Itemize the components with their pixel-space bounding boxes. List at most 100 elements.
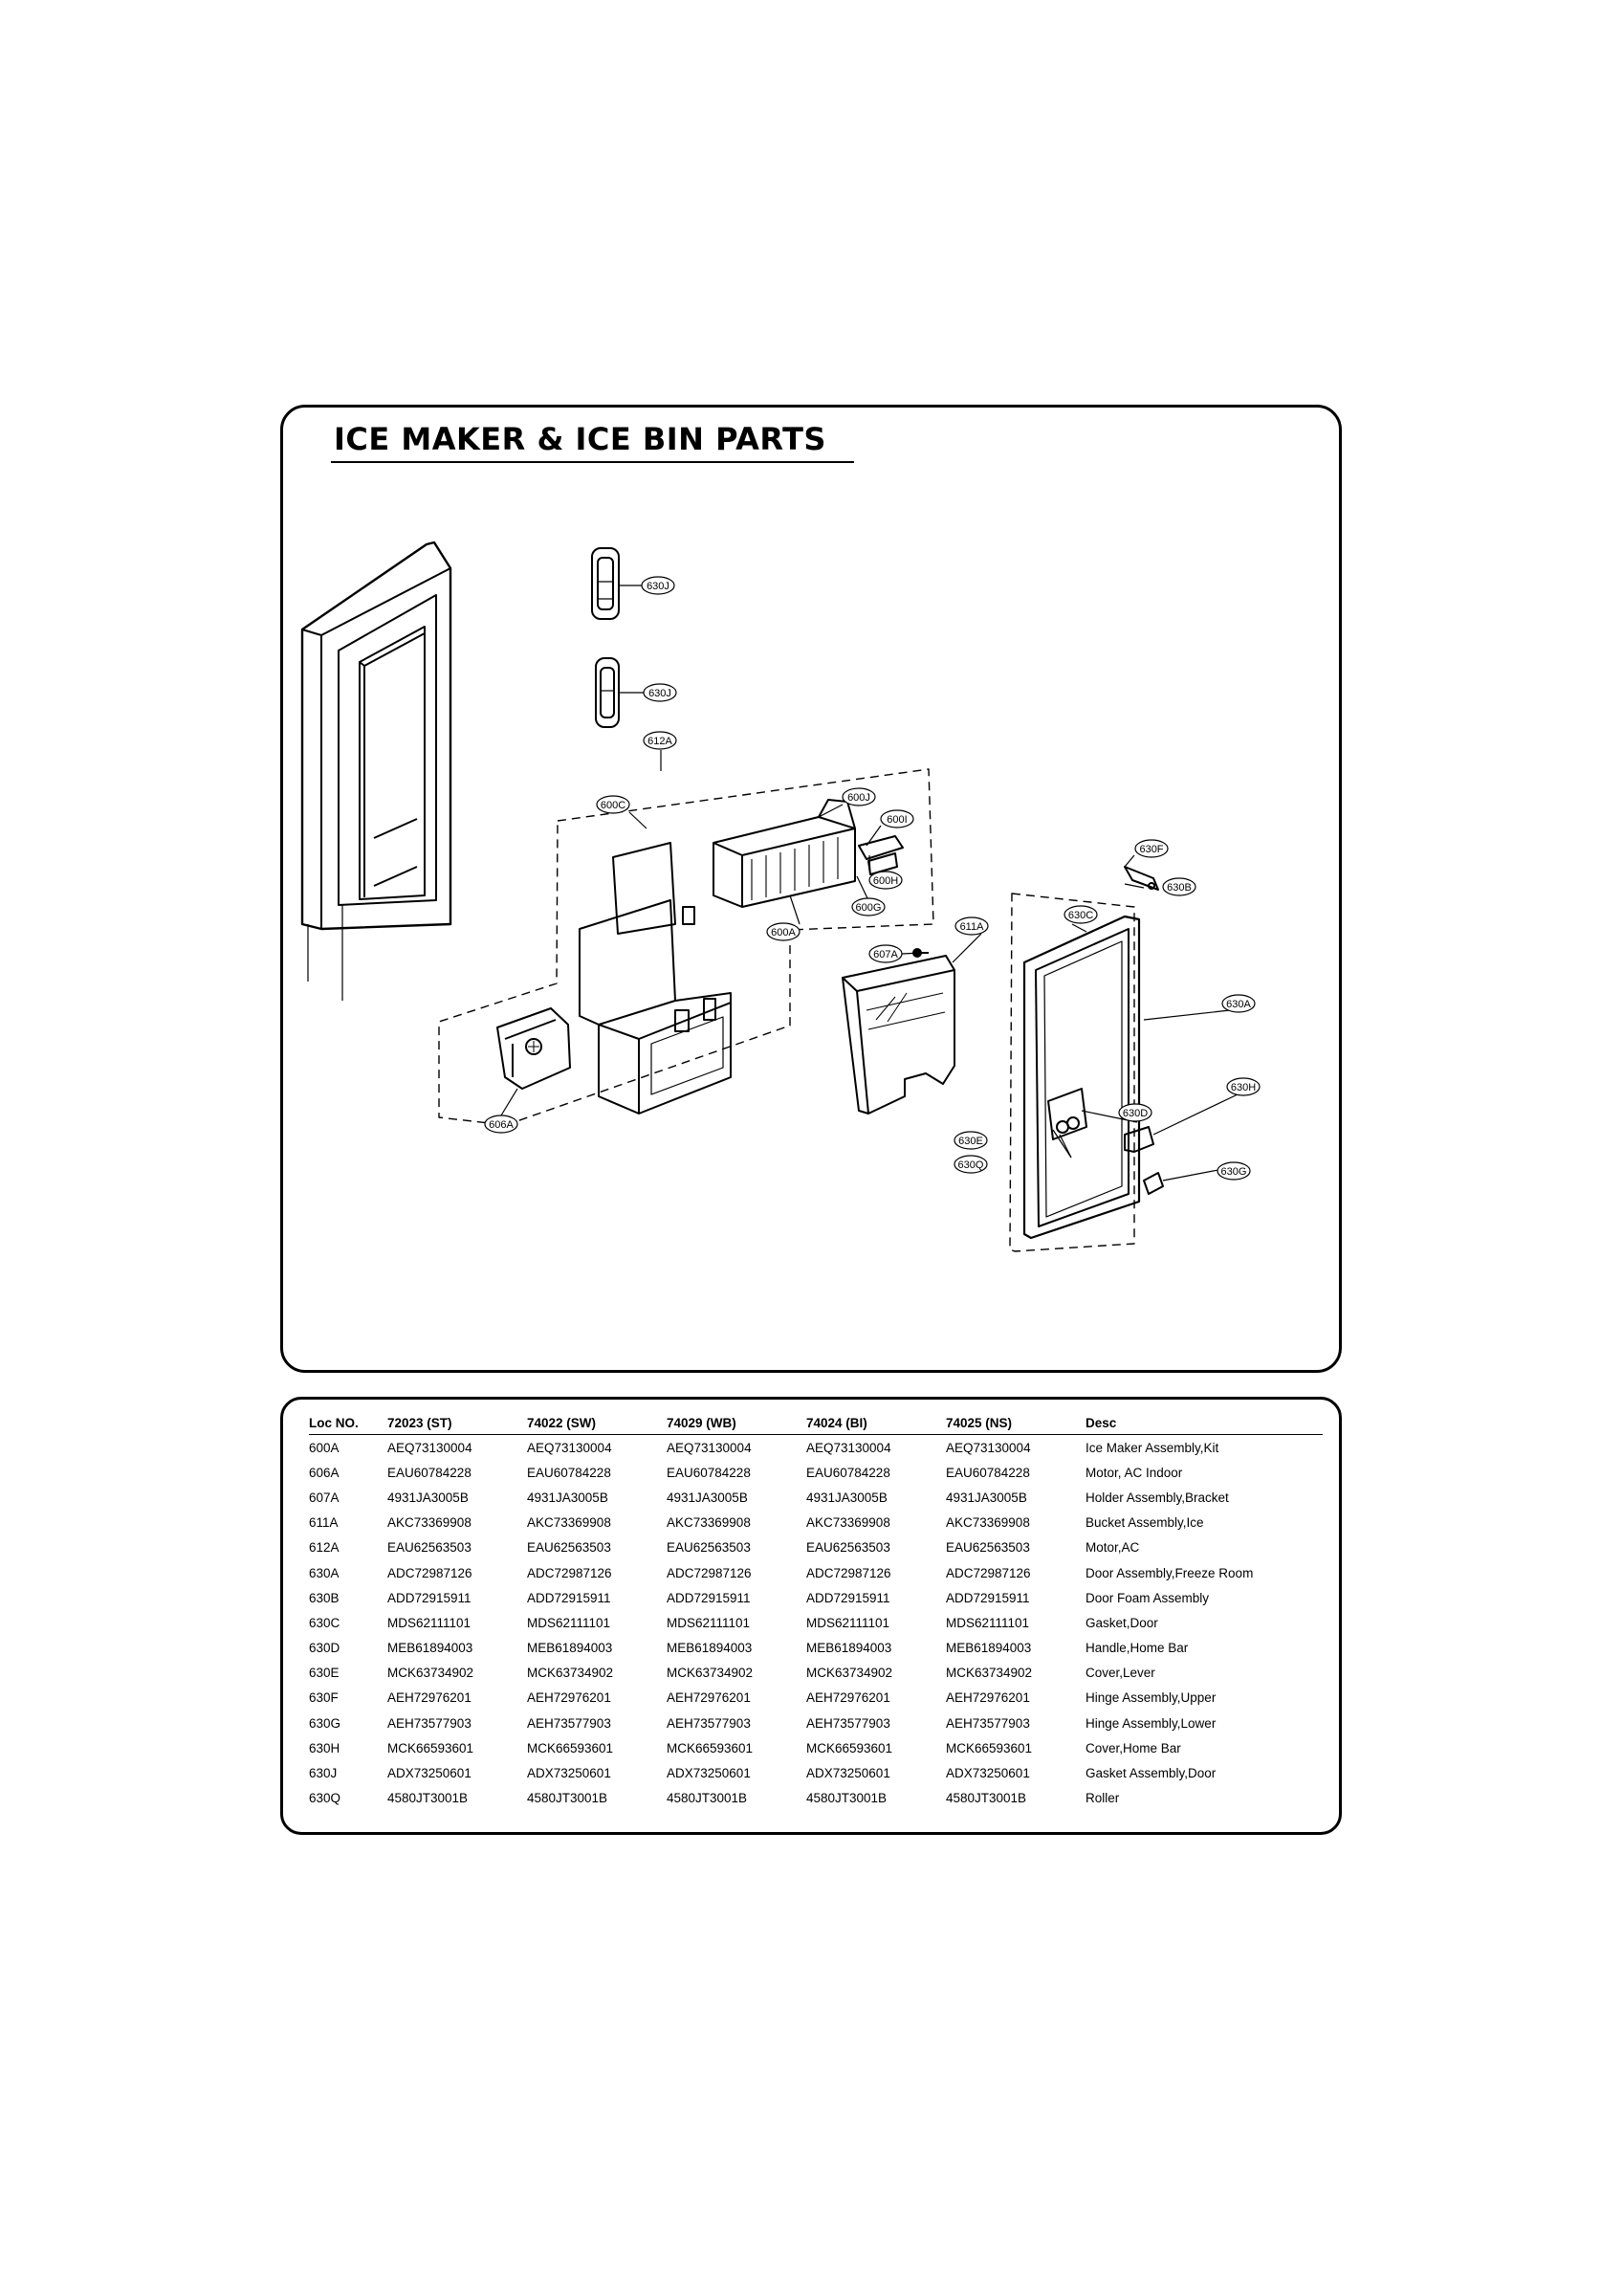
gasket-630j-lower <box>595 657 620 728</box>
callout-label: 630D <box>1123 1108 1148 1119</box>
table-cell: MCK66593601 <box>806 1740 893 1755</box>
table-cell: Holder Assembly,Bracket <box>1086 1490 1229 1505</box>
table-cell: 4580JT3001B <box>806 1791 888 1806</box>
table-cell: ADX73250601 <box>387 1766 472 1781</box>
callout: 600I <box>880 809 914 828</box>
table-cell: MDS62111101 <box>387 1615 472 1630</box>
table-cell: ADD72915911 <box>946 1590 1030 1605</box>
table-cell: MCK66593601 <box>946 1740 1033 1755</box>
table-cell: 4580JT3001B <box>946 1791 1027 1806</box>
home-bar-cover-630h <box>1124 1126 1154 1153</box>
table-cell: EAU62563503 <box>946 1540 1030 1556</box>
icemaker-tray <box>713 799 856 908</box>
table-cell: AEQ73130004 <box>667 1440 752 1455</box>
ice-bucket-611a <box>842 955 955 1115</box>
table-cell: ADD72915911 <box>387 1590 472 1605</box>
table-cell: MDS62111101 <box>946 1615 1030 1630</box>
table-cell: ADC72987126 <box>667 1565 752 1580</box>
column-header: 74029 (WB) <box>667 1411 806 1435</box>
callout-label: 630G <box>1221 1166 1247 1178</box>
table-cell: EAU60784228 <box>387 1465 472 1480</box>
column-header: 74022 (SW) <box>527 1411 667 1435</box>
table-cell: 630A <box>309 1565 340 1580</box>
callout: 630H <box>1226 1077 1261 1096</box>
callout: 630A <box>1221 994 1256 1013</box>
table-cell: AEH72976201 <box>387 1690 472 1706</box>
callout-label: 630C <box>1068 910 1093 921</box>
table-cell: 4931JA3005B <box>387 1490 469 1505</box>
callout-label: 611A <box>960 921 985 933</box>
callout-label: 600G <box>856 902 882 914</box>
table-cell: AEH73577903 <box>527 1715 611 1731</box>
table-cell: MDS62111101 <box>806 1615 890 1630</box>
callout-label: 630F <box>1139 844 1163 855</box>
table-cell: AEH72976201 <box>667 1690 751 1706</box>
table-cell: AKC73369908 <box>667 1515 751 1531</box>
table-cell: 607A <box>309 1490 340 1505</box>
callout-label: 630Q <box>958 1159 984 1171</box>
table-cell: 4580JT3001B <box>387 1791 469 1806</box>
table-cell: Hinge Assembly,Lower <box>1086 1715 1217 1731</box>
callout-label: 600J <box>847 792 870 804</box>
parts-table-panel: Loc NO.72023 (ST)74022 (SW)74029 (WB)740… <box>280 1397 1342 1835</box>
table-cell: AKC73369908 <box>387 1515 472 1531</box>
table-cell: 630Q <box>309 1791 341 1806</box>
table-cell: AEH73577903 <box>806 1715 890 1731</box>
table-cell: AKC73369908 <box>946 1515 1030 1531</box>
callout-label: 606A <box>489 1119 514 1131</box>
table-cell: MDS62111101 <box>667 1615 751 1630</box>
table-cell: 4931JA3005B <box>527 1490 608 1505</box>
table-cell: MCK66593601 <box>387 1740 474 1755</box>
table-cell: ADD72915911 <box>527 1590 611 1605</box>
callout-label: 630A <box>1226 999 1251 1010</box>
table-cell: MEB61894003 <box>527 1641 613 1656</box>
table-cell: AEQ73130004 <box>527 1440 612 1455</box>
callout-label: 600A <box>771 927 796 938</box>
table-cell: 630J <box>309 1766 338 1781</box>
callout: 607A <box>868 944 903 963</box>
callout: 600A <box>766 922 801 941</box>
table-cell: 606A <box>309 1465 340 1480</box>
table-cell: MEB61894003 <box>667 1641 753 1656</box>
callout: 611A <box>954 916 989 936</box>
callout-label: 607A <box>873 949 898 960</box>
table-cell: Gasket Assembly,Door <box>1086 1766 1217 1781</box>
table-cell: AKC73369908 <box>527 1515 611 1531</box>
table-cell: 4580JT3001B <box>667 1791 748 1806</box>
callout: 630J <box>643 683 677 702</box>
column-header: 74025 (NS) <box>946 1411 1086 1435</box>
table-cell: Bucket Assembly,Ice <box>1086 1515 1204 1531</box>
table-cell: 600A <box>309 1440 340 1455</box>
callout: 612A <box>643 731 677 750</box>
table-cell: MCK66593601 <box>667 1740 754 1755</box>
table-cell: MCK63734902 <box>387 1666 474 1681</box>
callout: 630F <box>1134 839 1169 858</box>
table-row: 630Q 4580JT3001B 4580JT3001B 4580JT3001B 458… <box>309 1786 1323 1811</box>
column-header: 72023 (ST) <box>387 1411 527 1435</box>
home-bar-door-630a <box>1022 915 1141 1240</box>
callout: 600G <box>851 897 886 916</box>
table-row: 607A 4931JA3005B 4931JA3005B 4931JA3005B 493… <box>309 1485 1323 1510</box>
table-cell: 4931JA3005B <box>946 1490 1027 1505</box>
table-cell: AEH72976201 <box>946 1690 1030 1706</box>
table-cell: Roller <box>1086 1791 1120 1806</box>
callout: 630D <box>1118 1103 1152 1122</box>
table-cell: 4931JA3005B <box>806 1490 888 1505</box>
table-cell: MEB61894003 <box>806 1641 892 1656</box>
table-cell: AEH72976201 <box>527 1690 611 1706</box>
table-cell: Motor, AC Indoor <box>1086 1465 1183 1480</box>
table-cell: ADX73250601 <box>946 1766 1030 1781</box>
column-header: Desc <box>1086 1411 1323 1435</box>
callout-label: 600H <box>873 875 898 887</box>
table-cell: EAU62563503 <box>387 1540 472 1556</box>
table-cell: MCK63734902 <box>527 1666 614 1681</box>
table-cell: AEH73577903 <box>387 1715 472 1731</box>
